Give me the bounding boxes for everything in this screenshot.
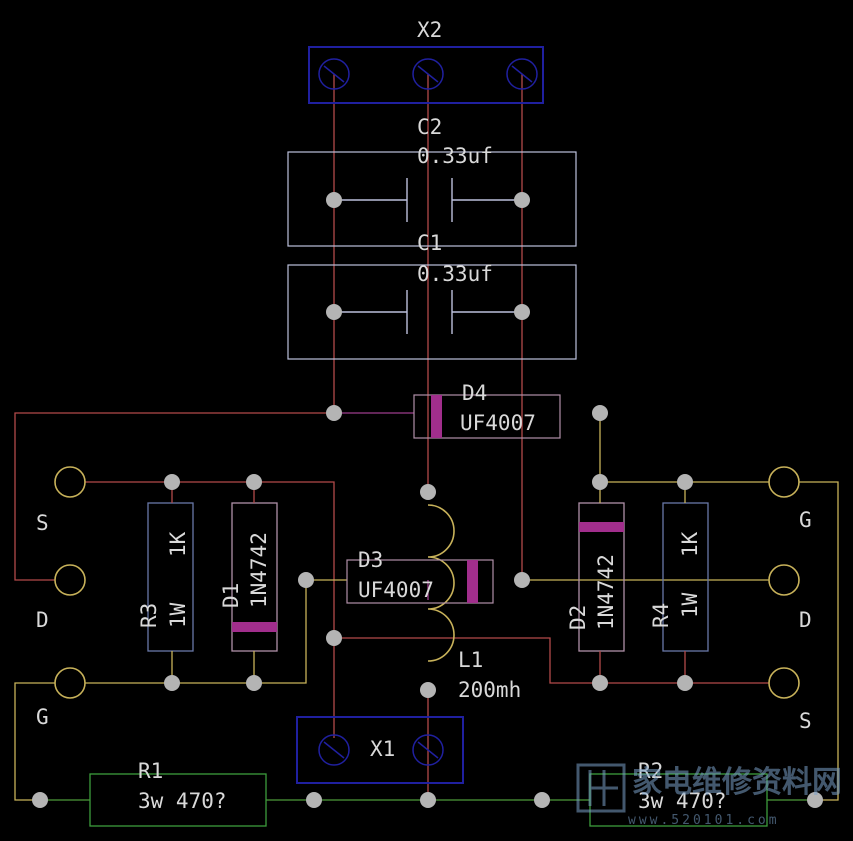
c1-name: C1: [417, 231, 442, 255]
capacitor-c2: C2 0.33uf: [287, 115, 577, 247]
x1-label: X1: [370, 737, 395, 761]
screw-terminal-icon: [318, 734, 444, 766]
r1-value: 3w 470?: [138, 789, 227, 813]
watermark-logo-icon: [576, 763, 626, 813]
d2-name: D2: [566, 605, 590, 630]
diode-d3: D3 UF4007: [346, 548, 494, 604]
left-pin-label-g: G: [36, 705, 49, 729]
c2-value: 0.33uf: [417, 144, 493, 168]
right-pin-s-pad: [768, 667, 800, 699]
pin-circles: [54, 466, 800, 699]
r4-power: 1W: [678, 592, 702, 618]
right-pin-label-s: S: [799, 709, 812, 733]
r2-value: 3w 470?: [638, 789, 727, 813]
screw-terminal-icon: [318, 58, 538, 90]
connector-x1: X1: [296, 716, 464, 784]
x2-label: X2: [417, 18, 442, 42]
left-pin-d-pad: [54, 564, 86, 596]
c2-name: C2: [417, 115, 442, 139]
r3-name: R3: [137, 603, 161, 628]
connector-x2: X2: [308, 18, 544, 104]
right-pin-d-pad: [768, 564, 800, 596]
r4-value: 1K: [678, 531, 702, 557]
left-pin-g-pad: [54, 667, 86, 699]
d2-value: 1N4742: [594, 554, 618, 630]
c1-value: 0.33uf: [417, 262, 493, 286]
right-pin-g-pad: [768, 466, 800, 498]
resistor-r2: R2 3w 470?: [589, 759, 768, 827]
l1-name: L1: [458, 648, 483, 672]
resistor-r4: R4 1W 1K: [649, 482, 709, 683]
resistor-r3: R3 1W 1K: [137, 482, 194, 683]
r3-power: 1W: [166, 602, 190, 628]
d3-value: UF4007: [358, 578, 434, 602]
watermark-text: 家电维修资料网: [632, 765, 842, 800]
left-pin-label-s: S: [36, 511, 49, 535]
zener-diode-d1: D1 1N4742: [219, 482, 278, 683]
resistor-r1: R1 3w 470?: [89, 759, 267, 827]
solder-pads: [32, 192, 823, 808]
watermark-url: www.520101.com: [628, 813, 780, 828]
capacitor-c1: C1 0.33uf: [287, 231, 577, 360]
pin-labels: S D G G D S: [36, 508, 812, 733]
left-pin-s-pad: [54, 466, 86, 498]
watermark: 家电维修资料网 www.520101.com: [576, 763, 842, 828]
r2-name: R2: [638, 759, 663, 783]
right-pin-label-g: G: [799, 508, 812, 532]
right-pin-label-d: D: [799, 608, 812, 632]
inductor-l1: L1 200mh: [427, 504, 521, 702]
r3-value: 1K: [166, 531, 190, 557]
d1-name: D1: [219, 583, 243, 608]
d4-name: D4: [462, 381, 487, 405]
d1-value: 1N4742: [247, 532, 271, 608]
d3-name: D3: [358, 548, 383, 572]
zener-diode-d2: D2 1N4742: [566, 482, 625, 683]
left-pin-label-d: D: [36, 608, 49, 632]
r1-name: R1: [138, 759, 163, 783]
d4-value: UF4007: [460, 411, 536, 435]
r4-name: R4: [649, 603, 673, 628]
l1-value: 200mh: [458, 678, 521, 702]
diode-d4: D4 UF4007: [413, 381, 561, 439]
